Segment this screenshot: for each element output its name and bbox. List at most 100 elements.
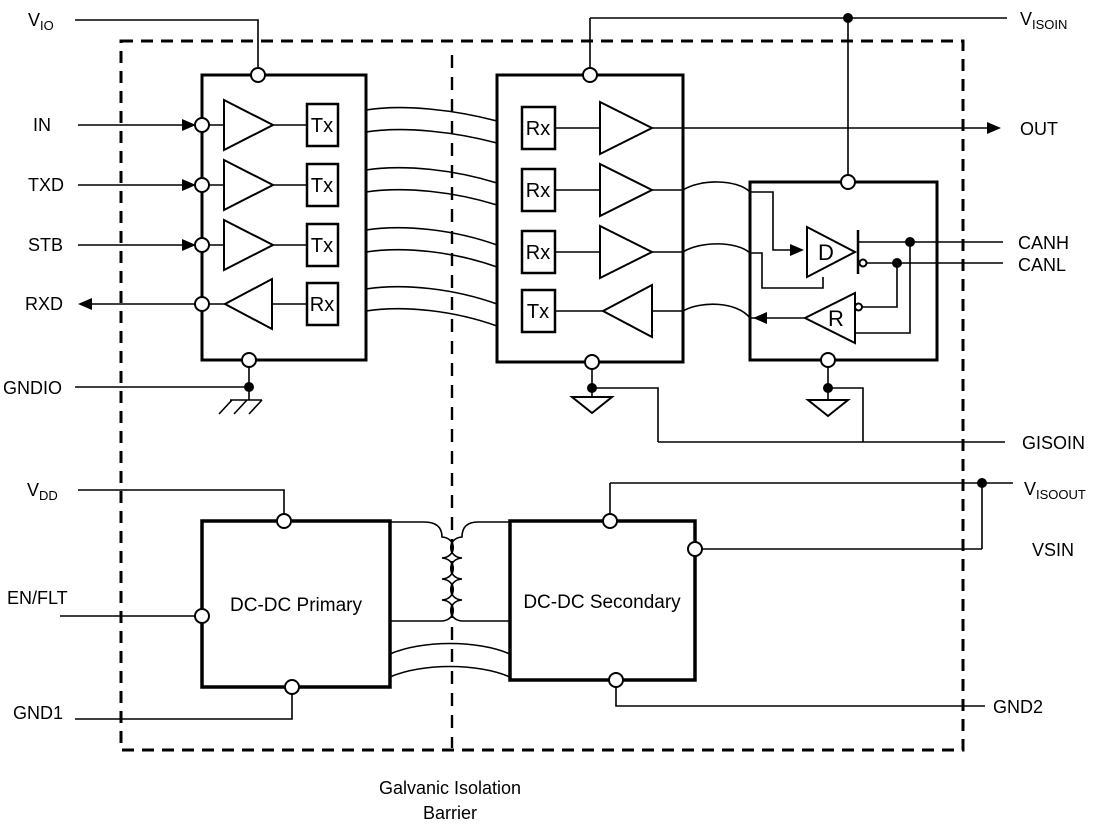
left-pin-wires [60,19,293,720]
channel2-curve-b [365,188,498,206]
pin-label-canl: CANL [1018,255,1066,275]
terminal-enflt [194,608,210,624]
pin-label-txd: TXD [28,175,64,195]
channel1-curve-b [365,128,498,144]
dcdc-secondary-label: DC-DC Secondary [523,592,681,613]
terminal-rxd [194,296,210,312]
wire-vdd [78,489,285,514]
can-receiver-label: R [828,306,844,331]
terminal-vio [250,67,266,83]
rx-box [305,281,340,327]
caption-line1: Galvanic Isolation [379,778,521,798]
arrowhead-receiver-output-icon [753,312,767,324]
pin-label-visoin-sub: ISOIN [1032,17,1067,32]
driver-inverting-bubble-icon [858,258,868,268]
ground-triangle-icon [569,396,615,415]
can-driver-label: D [818,240,834,265]
wire-visoout [609,482,1013,514]
pin-label-vio: VIO [28,10,54,33]
terminal-gnd1 [284,679,300,695]
buffer-triangle [599,100,655,156]
buffer-triangle [599,224,655,280]
buffer-triangle [600,283,653,339]
pin-label-out: OUT [1020,119,1058,139]
pin-label-canh: CANH [1018,233,1069,253]
wire-receiver-input-low [855,242,911,334]
terminal-mid-ground [584,354,600,370]
supply-wires [589,17,1007,175]
buffer-triangle [222,277,273,331]
caption-line2: Barrier [423,803,477,823]
dcdc-primary-label: DC-DC Primary [230,595,362,616]
pin-label-vsin: VSIN [1032,540,1074,560]
io-buffer-internals: Tx Tx Tx Rx [209,98,340,331]
dcdc-transformer [389,521,511,678]
pin-label-gnd2: GND2 [993,697,1043,717]
arrowhead-in-icon [182,119,196,131]
terminal-visoin-can [840,174,856,190]
pin-label-stb: STB [28,235,63,255]
pin-label-visoout: VISOOUT [1024,479,1086,502]
terminal-gndio [241,352,257,368]
pin-label-vdd: VDD [27,480,58,503]
junction-dots [244,13,987,488]
stb-link-curve [682,243,751,254]
tx-box [520,288,557,334]
tx-box [305,222,340,268]
channel3-curve-b [365,248,498,268]
rx-box [520,229,557,275]
rx-box-label: Rx [526,118,550,140]
can-receiver-triangle [802,291,856,345]
tx-box [305,102,340,148]
wire-vio [75,19,259,68]
iso-ground-network [569,367,1005,443]
junction-canl [892,258,902,268]
wire-gndio [75,367,250,388]
terminal-visoin-mid [582,67,598,83]
rx-box-label: Rx [310,294,334,316]
pin-label-gisoin: GISOIN [1022,433,1085,453]
terminal-can-ground [820,352,836,368]
wire-gnd2 [615,687,985,707]
terminal-vsin [687,541,703,557]
wire-visoin [589,17,1007,175]
terminal-gnd2 [608,672,624,688]
transformer-primary-coil-icon [390,521,455,622]
wire-receiver-input-high [862,263,898,308]
rxd-link-curve [682,303,751,319]
pin-label-gnd1: GND1 [13,703,63,723]
channel3-curve-a [365,226,498,246]
feedback-curve-a [389,642,511,655]
isolation-channel-curves [365,106,498,327]
wire-driver-enable [750,252,824,289]
terminal-txd [194,177,210,193]
terminal-stb [194,237,210,253]
earth-ground-icon [218,388,263,415]
junction-can-ground [823,383,833,393]
can-link-curves [682,181,751,319]
wire-can-to-gisoin [828,387,864,442]
feedback-curve-b [389,665,511,678]
left-pin-labels: VIO IN TXD STB RXD GNDIO VDD EN/FLT GND1 [3,10,68,723]
junction-gndio [244,382,254,392]
pin-label-in: IN [33,115,51,135]
arrowhead-stb-icon [182,239,196,251]
pin-label-visoout-base: V [1024,479,1036,499]
right-pin-wires [609,482,1013,707]
channel4-curve-b [365,307,498,327]
tx-box-label: Tx [311,115,333,137]
junction-visoin [843,13,853,23]
wire-mid-to-gisoin [592,387,659,442]
pin-label-enflt: EN/FLT [7,588,68,608]
buffer-triangle [599,162,655,218]
ground-triangle-icon [805,399,851,418]
wire-vsin [702,483,983,550]
channel1-curve-a [365,106,498,122]
right-pin-labels: V ISOIN OUT CANH CANL GISOIN VISOOUT VSIN… [993,9,1086,717]
dcdc-primary-block [200,519,392,689]
rx-box-label: Rx [526,242,550,264]
arrowhead-out-icon [987,122,1001,134]
pin-label-vio-base: V [28,10,40,30]
terminal-in [194,117,210,133]
pin-label-vdd-base: V [27,480,39,500]
